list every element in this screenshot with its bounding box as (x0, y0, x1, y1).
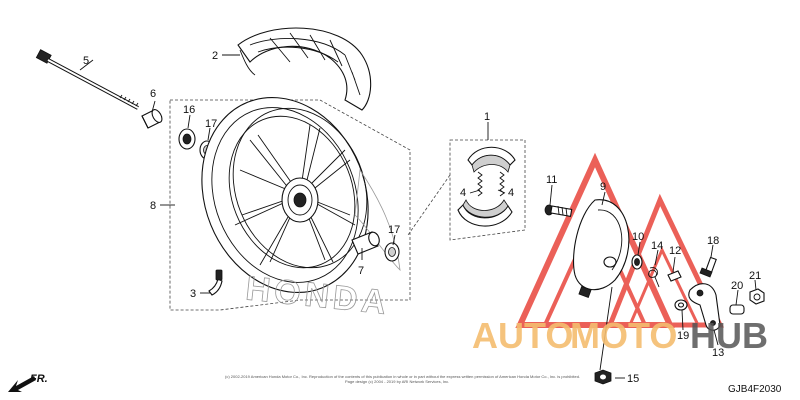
washer-19 (674, 299, 688, 311)
part-label-12: 12 (669, 245, 681, 257)
part-label-17-upper: 17 (205, 118, 217, 130)
wheel-rim (201, 97, 369, 293)
part-label-9: 9 (600, 181, 606, 193)
axle-collar (141, 109, 163, 129)
dust-seal-17-lower (384, 242, 400, 262)
part-label-3: 3 (190, 288, 196, 300)
distance-collar-7 (351, 231, 380, 255)
diagram-code: GJB4F2030 (728, 384, 782, 395)
front-direction-indicator: FR. (8, 373, 48, 392)
part-labels: 2 5 6 16 17 8 3 7 17 1 4 4 11 9 10 14 12… (83, 50, 761, 385)
seal-10 (631, 254, 643, 270)
wheel-assembly-box (169, 99, 411, 311)
part-label-15: 15 (627, 373, 639, 385)
part-label-4-left: 4 (460, 187, 466, 199)
part-label-10: 10 (632, 231, 644, 243)
watermark-word-auto: AUTO (472, 315, 573, 356)
front-label: FR. (30, 373, 48, 385)
watermark-word-hub: HUB (690, 315, 768, 356)
part-label-5: 5 (83, 55, 89, 67)
part-label-8: 8 (150, 200, 156, 212)
part-label-4-right: 4 (508, 187, 514, 199)
part-label-17-lower: 17 (388, 224, 400, 236)
brake-shoe-box (449, 139, 526, 241)
brake-panel (572, 199, 630, 298)
part-label-2: 2 (212, 50, 218, 62)
part-label-20: 20 (731, 280, 743, 292)
wheel-logo: HONDA (244, 269, 392, 322)
part-label-13: 13 (712, 347, 724, 359)
axle-nut-15 (594, 369, 612, 385)
axle-bolt (35, 49, 139, 110)
leader-lines (79, 54, 757, 379)
nut-21 (749, 288, 765, 305)
tire (237, 27, 372, 111)
copyright-line-2: Page design (c) 2004 - 2019 by ARI Netwo… (345, 379, 449, 384)
bolt-18 (699, 256, 717, 278)
part-label-11: 11 (546, 174, 557, 186)
wear-indicator-12 (667, 270, 682, 282)
part-label-18: 18 (707, 235, 719, 247)
part-label-6: 6 (150, 88, 156, 100)
joint-pin-20 (729, 304, 745, 315)
copyright-line-1: (c) 2002-2019 American Honda Motor Co., … (225, 374, 580, 379)
brake-arm-13 (688, 283, 721, 331)
bearing-16 (178, 128, 196, 150)
part-label-16: 16 (183, 104, 195, 116)
part-label-14: 14 (651, 240, 663, 252)
part-label-21: 21 (749, 270, 761, 282)
part-label-7: 7 (358, 265, 364, 277)
watermark-text: AUTO MOTO HUB (472, 315, 768, 356)
wing-logo (354, 168, 401, 272)
brake-shoe-link (407, 174, 451, 236)
part-label-1: 1 (484, 111, 490, 123)
return-spring-14 (648, 267, 660, 288)
part-label-19: 19 (677, 330, 689, 342)
valve-stem (208, 269, 223, 296)
brake-shoes (457, 146, 516, 227)
front-arrow-icon (8, 376, 36, 392)
bolt-11 (544, 204, 573, 218)
watermark-word-moto: MOTO (570, 315, 677, 356)
